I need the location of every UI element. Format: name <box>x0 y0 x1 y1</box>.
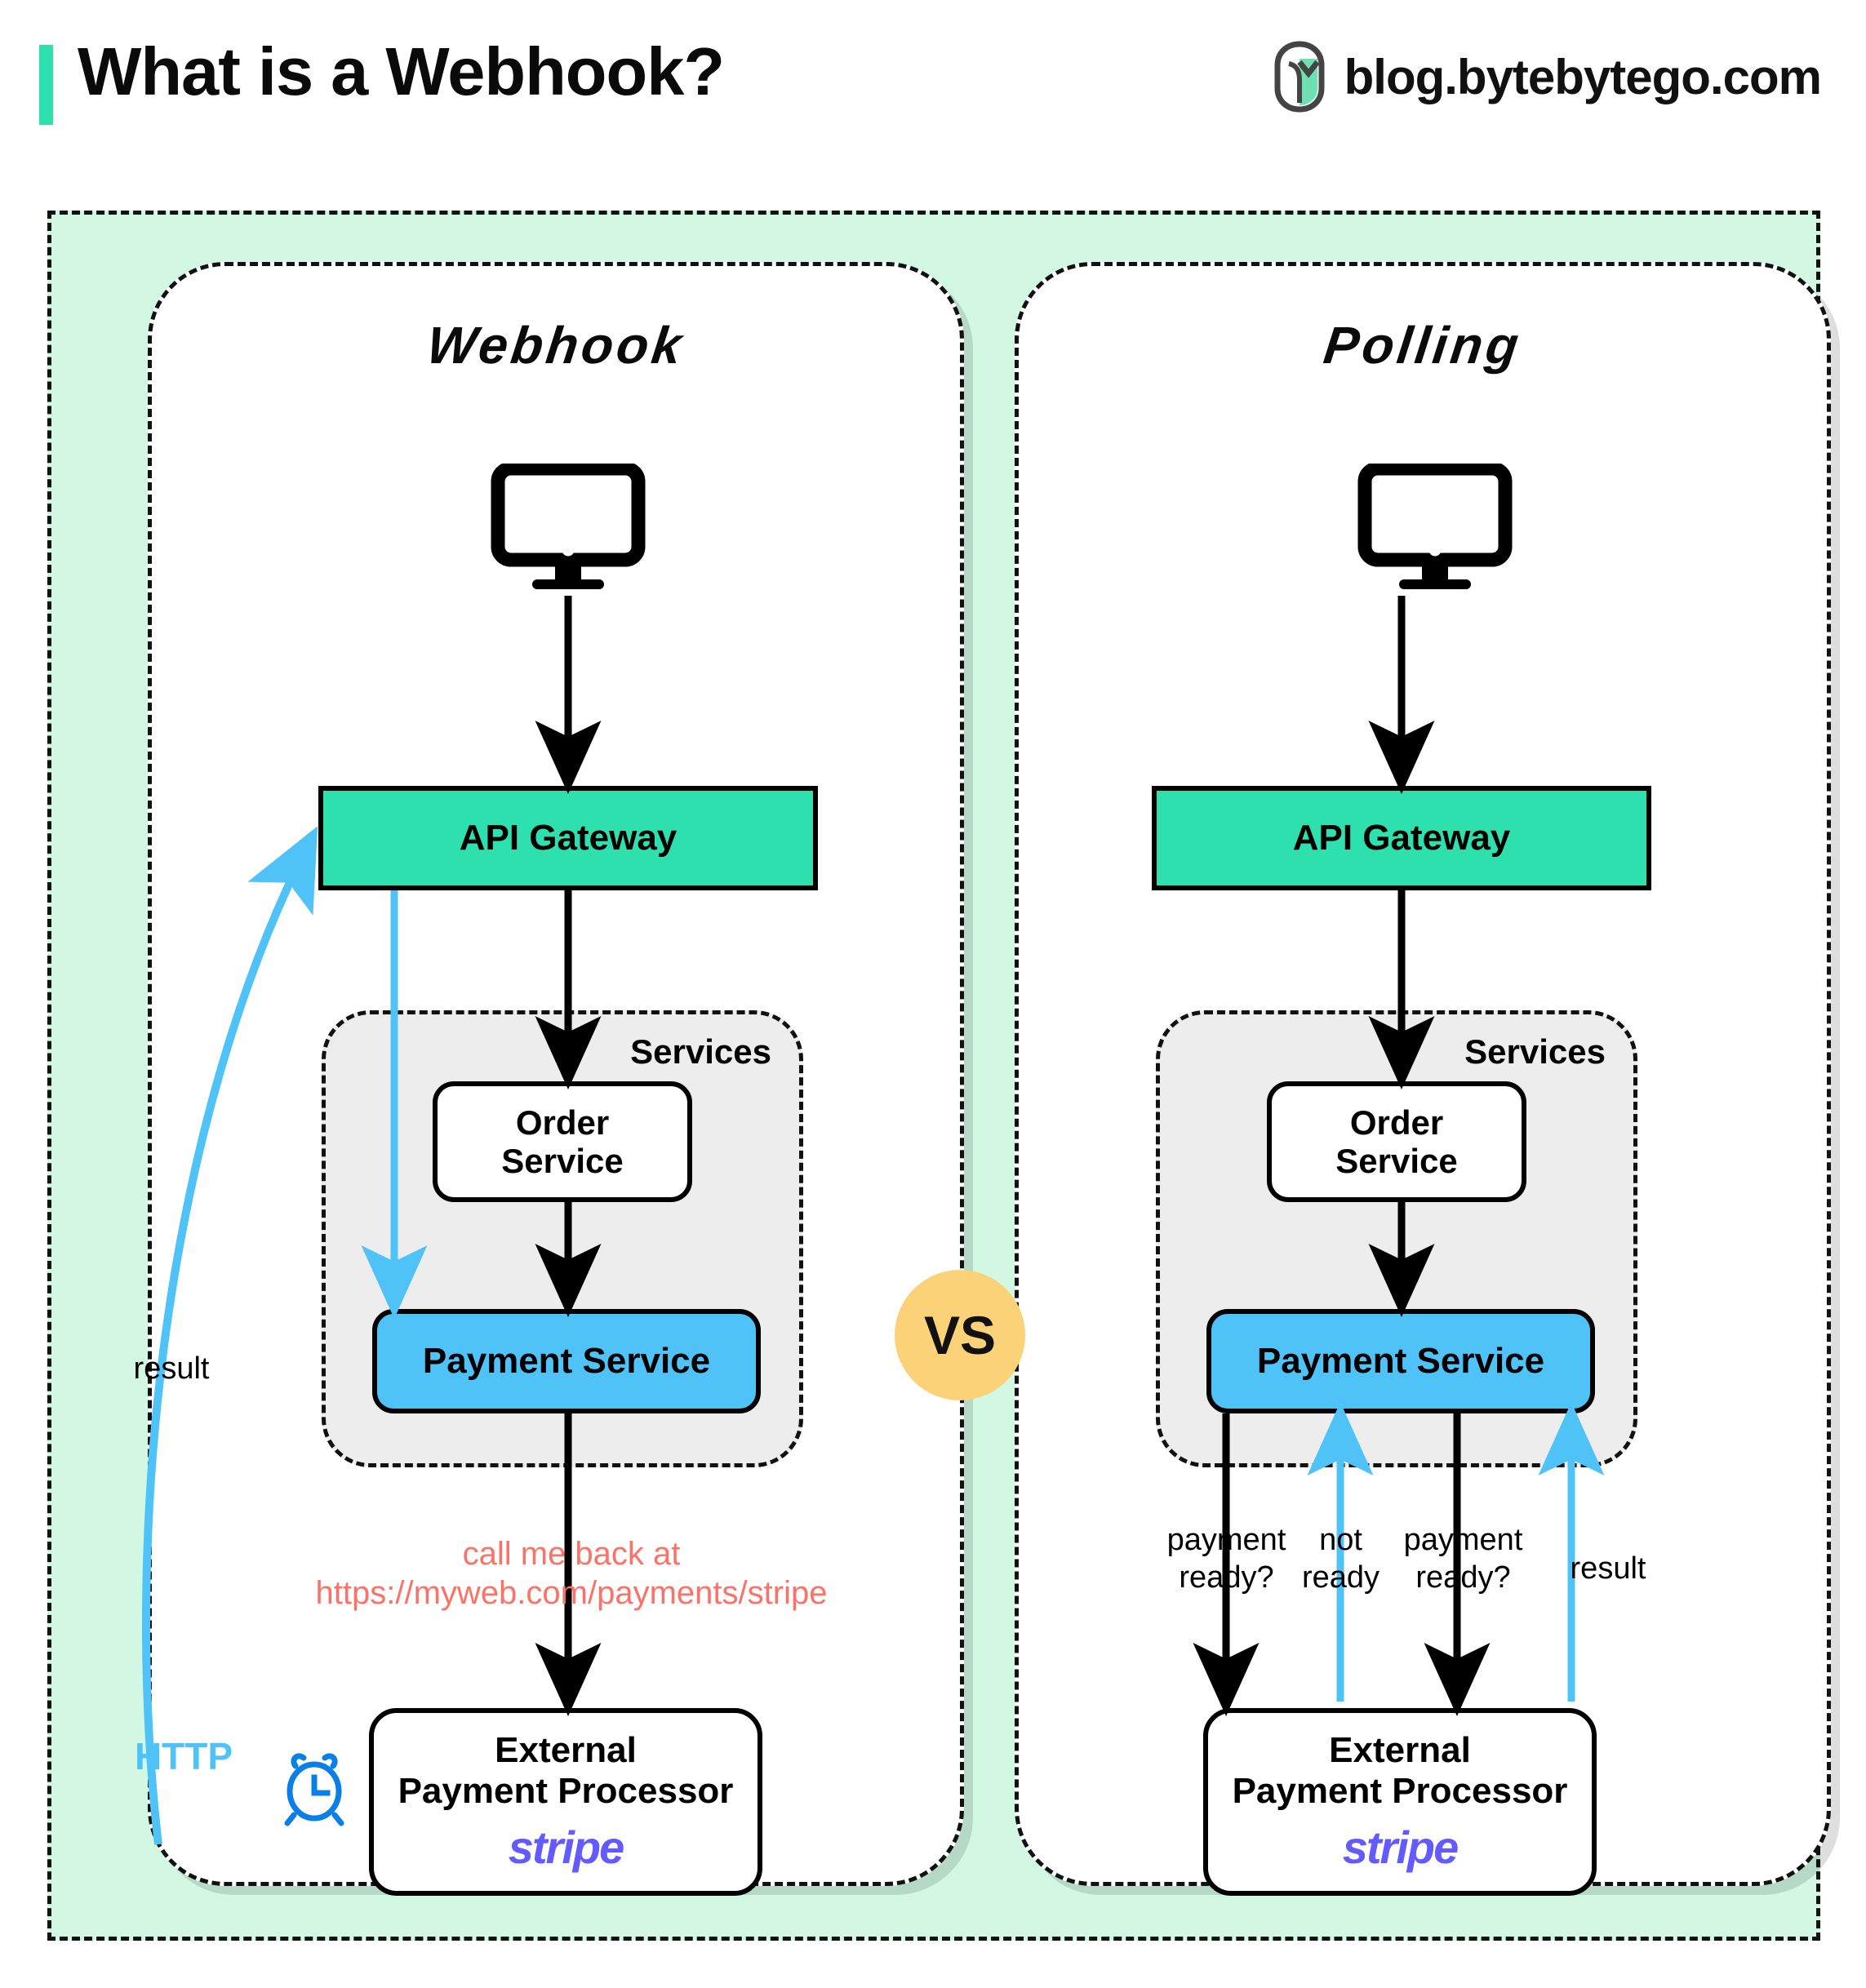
alarm-clock-icon <box>284 1753 344 1826</box>
services-label: Services <box>630 1032 771 1071</box>
order-service-line1: Order <box>1349 1103 1444 1142</box>
poll-label-2: payment ready? <box>1380 1522 1547 1596</box>
brand-block: blog.bytebytego.com <box>1273 39 1822 114</box>
order-service-line1: Order <box>515 1103 610 1142</box>
api-gateway-label: API Gateway <box>459 818 678 859</box>
processor-line2: Payment Processor <box>398 1770 734 1811</box>
page-title: What is a Webhook? <box>78 33 725 109</box>
services-label: Services <box>1464 1032 1606 1071</box>
poll-label-1: not ready <box>1277 1522 1404 1596</box>
payment-service-polling[interactable]: Payment Service <box>1206 1309 1595 1413</box>
api-gateway-polling[interactable]: API Gateway <box>1152 786 1651 890</box>
poll-label-line1: not <box>1319 1523 1362 1557</box>
processor-line1: External <box>1329 1730 1471 1771</box>
monitor-icon <box>491 464 646 589</box>
stripe-logo: stripe <box>508 1821 624 1873</box>
vs-badge: VS <box>895 1270 1025 1400</box>
poll-label-line1: payment <box>1403 1523 1523 1557</box>
callback-annotation: call me back at https://myweb.com/paymen… <box>310 1534 833 1613</box>
processor-line1: External <box>495 1730 637 1771</box>
bytebytego-logo-icon <box>1274 41 1325 113</box>
external-payment-processor-webhook[interactable]: External Payment Processor stripe <box>369 1708 762 1896</box>
poll-label-line1: payment <box>1166 1523 1286 1557</box>
callback-line1: call me back at <box>462 1536 681 1572</box>
panel-title-webhook: Webhook <box>424 316 688 375</box>
order-service-line2: Service <box>1335 1142 1458 1180</box>
panel-title-polling: Polling <box>1320 316 1526 375</box>
poll-label-3: result <box>1570 1551 1646 1586</box>
webhook-result-label: result <box>133 1351 210 1386</box>
poll-label-line2: ready? <box>1415 1560 1511 1595</box>
payment-service-label: Payment Service <box>1256 1341 1545 1382</box>
page-header: What is a Webhook? blog.bytebytego.com <box>0 0 1866 204</box>
payment-service-label: Payment Service <box>422 1341 711 1382</box>
api-gateway-label: API Gateway <box>1292 818 1511 859</box>
api-gateway-webhook[interactable]: API Gateway <box>318 786 818 890</box>
title-accent-bar <box>39 45 53 125</box>
brand-text: blog.bytebytego.com <box>1344 49 1822 104</box>
order-service-line2: Service <box>501 1142 624 1180</box>
stripe-logo: stripe <box>1342 1821 1459 1873</box>
http-label: HTTP <box>134 1735 233 1777</box>
poll-label-line2: ready <box>1301 1560 1380 1595</box>
external-payment-processor-polling[interactable]: External Payment Processor stripe <box>1203 1708 1597 1896</box>
monitor-icon <box>1357 464 1513 589</box>
poll-label-line2: ready? <box>1179 1560 1274 1595</box>
callback-line2: https://myweb.com/payments/stripe <box>315 1575 828 1611</box>
payment-service-webhook[interactable]: Payment Service <box>372 1309 761 1413</box>
poll-label-0: payment ready? <box>1143 1522 1310 1596</box>
order-service-webhook[interactable]: Order Service <box>433 1081 692 1202</box>
processor-line2: Payment Processor <box>1232 1770 1568 1811</box>
order-service-polling[interactable]: Order Service <box>1267 1081 1526 1202</box>
